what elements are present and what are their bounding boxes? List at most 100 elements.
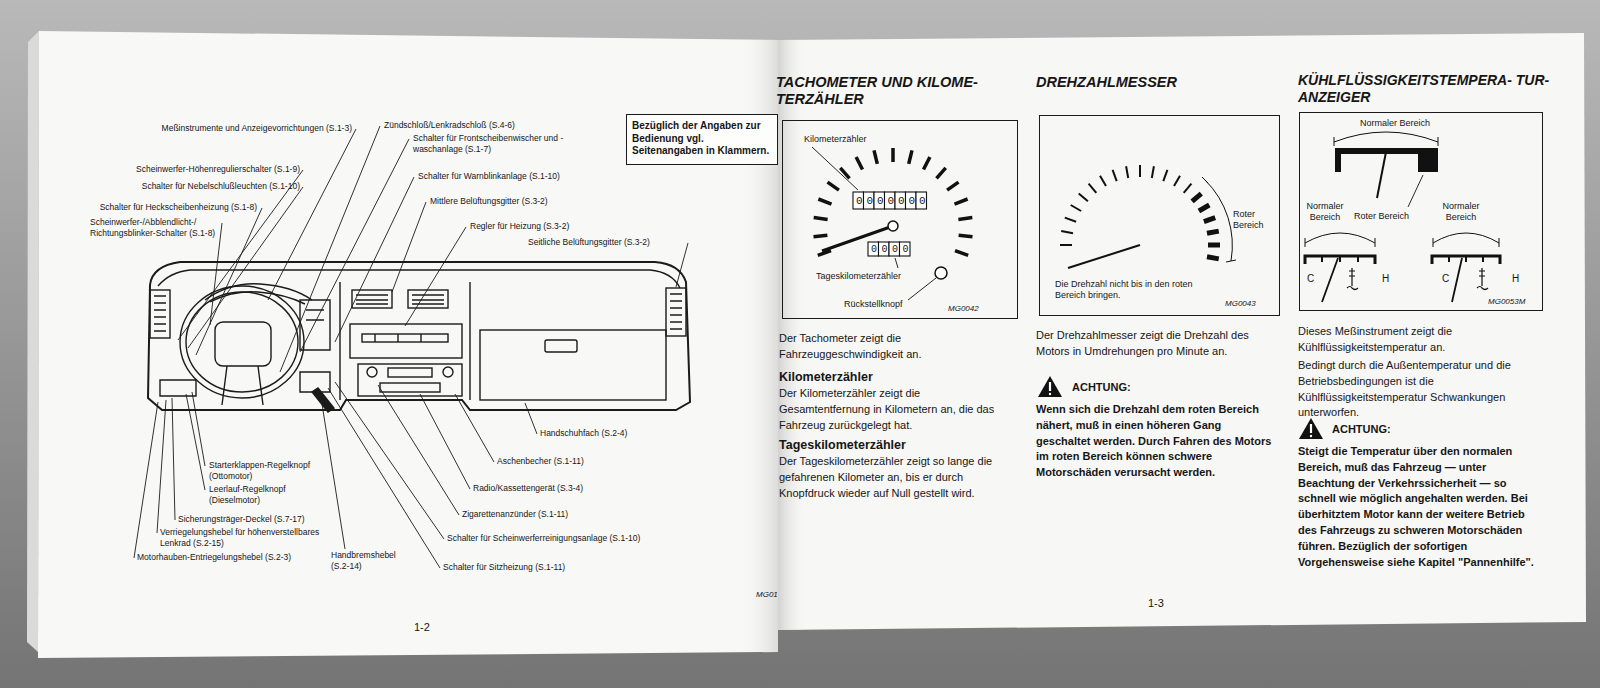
section-heading: KÜHLFLÜSSIGKEITSTEMPERA- TUR-ANZEIGER: [1298, 72, 1556, 106]
callout-label: Leerlauf-Regelknopf (Dieselmotor): [209, 484, 304, 505]
callout-label: Regler für Heizung (S.3-2): [470, 221, 569, 232]
gauge-tick: [818, 199, 831, 204]
body-text: Der Tageskilometerzähler zeigt so lange …: [779, 454, 1007, 501]
page-stack: [27, 31, 39, 652]
gauge-tick: [1207, 231, 1219, 233]
gauge-tick: [1061, 231, 1073, 233]
figure-frame: Kilometerzähler00000000000Tageskilometer…: [782, 120, 1018, 319]
body-text: Der Drehzahlmesser zeigt die Drehzahl de…: [1036, 328, 1274, 360]
figure-code: MG01: [756, 590, 778, 600]
part-label: Roter Bereich: [1354, 211, 1409, 222]
gauge-tick: [840, 168, 849, 179]
scale-letter: C: [1442, 273, 1449, 286]
callout-label: Motorhauben-Entriegelungshebel (S.2-3): [137, 552, 291, 563]
scale-letter: C: [1307, 273, 1314, 286]
odometer-digits: 0000: [871, 243, 913, 256]
warning-heading: ACHTUNG:: [1072, 380, 1131, 396]
gauge-tick: [1208, 243, 1220, 248]
part-label: Tageskilometerzähler: [816, 271, 901, 282]
note-box: Bezüglich der Angaben zur Bedienung vgl.…: [626, 114, 778, 165]
gauge-tick: [909, 150, 912, 164]
left-page: [38, 31, 778, 658]
gauge-tick: [1100, 176, 1106, 186]
part-label: Normaler Bereich: [1355, 118, 1435, 129]
gauge-tick: [1192, 194, 1201, 202]
callout-label: Schalter für Nebelschlußleuchten (S.1-10…: [142, 181, 300, 192]
gauge-tick: [1152, 166, 1154, 178]
callout-label: Meßinstrumente und Anzeigevorrichtungen …: [162, 123, 352, 134]
note-text: Bezüglich der Angaben zur Bedienung vgl.…: [632, 120, 770, 158]
callout-label: Zündschloß/Lenkradschloß (S.4-6): [384, 120, 515, 131]
gauge-tick: [1071, 205, 1081, 211]
callout-label: Schalter für Warnblinkanlage (S.1-10): [418, 171, 560, 182]
body-text: Dieses Meßinstrument zeigt die Kühlflüss…: [1298, 324, 1538, 356]
callout-label: Radio/Kassettengerät (S.3-4): [473, 483, 583, 494]
gauge-tick: [1089, 184, 1097, 193]
dashboard-drawing: [148, 262, 690, 412]
gauge-tick: [955, 251, 968, 256]
gauge-tick: [828, 182, 839, 190]
gauge-tick: [1184, 184, 1192, 193]
leader-lines: [134, 126, 688, 568]
figure-frame: Roter BereichDie Drehzahl nicht bis in d…: [1039, 115, 1280, 316]
callout-label: Starterklappen-Regelknopf (Ottomotor): [209, 460, 334, 481]
callout-label: Handbremshebel (S.2-14): [331, 550, 401, 571]
gauge-tick: [874, 150, 877, 164]
odometer-digits: 0000000: [856, 194, 930, 208]
gauge-tick: [1199, 205, 1209, 211]
right-page: [778, 33, 1586, 630]
page-number: 1-3: [1148, 596, 1164, 612]
callout-label: Aschenbecher (S.1-11): [497, 456, 584, 467]
figure-frame: Normaler BereichNormaler BereichRoter Be…: [1299, 112, 1543, 311]
warning-text: Wenn sich die Drehzahl dem roten Bereich…: [1036, 402, 1274, 481]
callout-label: Seitliche Belüftungsgitter (S.3-2): [528, 237, 650, 248]
part-label: Normaler Bereich: [1303, 201, 1347, 224]
callout-label: Scheinwerfer-/Abblendlicht-/ Richtungsbl…: [90, 217, 250, 238]
figure-code: MG0043: [1225, 299, 1256, 309]
scale-letter: H: [1512, 273, 1519, 286]
callout-label: Zigarettenanzünder (S.1-11): [462, 509, 568, 520]
callout-label: Schalter für Scheinwerferreinigungsanlag…: [447, 533, 640, 544]
callout-label: Mittlere Belüftungsgitter (S.3-2): [430, 196, 548, 207]
gauge-tick: [955, 199, 968, 204]
gauge-tick: [1139, 165, 1141, 177]
callout-label: Verriegelungshebel für höhenverstellbare…: [160, 527, 325, 548]
part-label: Rückstellknopf: [844, 299, 903, 310]
gauge-tick: [1060, 244, 1072, 246]
callout-label: Handschuhfach (S.2-4): [540, 428, 627, 439]
body-text: Der Kilometerzähler zeigt die Gesamtentf…: [779, 386, 1007, 433]
gauge-tick: [1079, 194, 1088, 202]
figure-note: Die Drehzahl nicht bis in den roten Bere…: [1055, 279, 1205, 302]
part-label: Kilometerzähler: [804, 134, 867, 145]
gauge-tick: [958, 218, 972, 220]
scale-letter: H: [1382, 273, 1389, 286]
warning-heading: ACHTUNG:: [1332, 422, 1391, 438]
speedometer-figure: [812, 147, 973, 300]
subheading: Kilometerzähler: [779, 368, 873, 386]
gauge-tick: [1163, 170, 1167, 181]
warning-text: Steigt die Temperatur über den normalen …: [1298, 444, 1538, 571]
gauge-tick: [959, 235, 973, 237]
figure-code: MG0042: [948, 304, 979, 314]
section-heading: TACHOMETER UND KILOME- TERZÄHLER: [776, 74, 1026, 109]
callout-label: Scheinwerfer-Höhenregulierschalter (S.1-…: [136, 164, 300, 175]
callout-label: Schalter für Frontscheibenwischer und -w…: [413, 133, 573, 154]
part-label: Normaler Bereich: [1437, 201, 1485, 224]
callout-label: Schalter für Sitzheizung (S.1-11): [443, 562, 565, 573]
gauge-tick: [1065, 218, 1076, 222]
gauge-tick: [856, 157, 862, 170]
gauge-tick: [891, 148, 895, 162]
gauge-tick: [1174, 176, 1180, 186]
callout-label: Sicherungsträger-Deckel (S.7-17): [178, 514, 305, 525]
gauge-tick: [924, 157, 930, 170]
figure-code: MG0053M: [1488, 297, 1525, 307]
gauge-tick: [1207, 257, 1219, 259]
gauge-tick: [814, 218, 828, 220]
section-heading: DREHZAHLMESSER: [1036, 74, 1177, 91]
tachometer-figure: [1060, 165, 1236, 268]
gauge-tick: [937, 168, 946, 179]
gauge-tick: [947, 182, 958, 190]
part-label: Roter Bereich: [1233, 209, 1275, 232]
